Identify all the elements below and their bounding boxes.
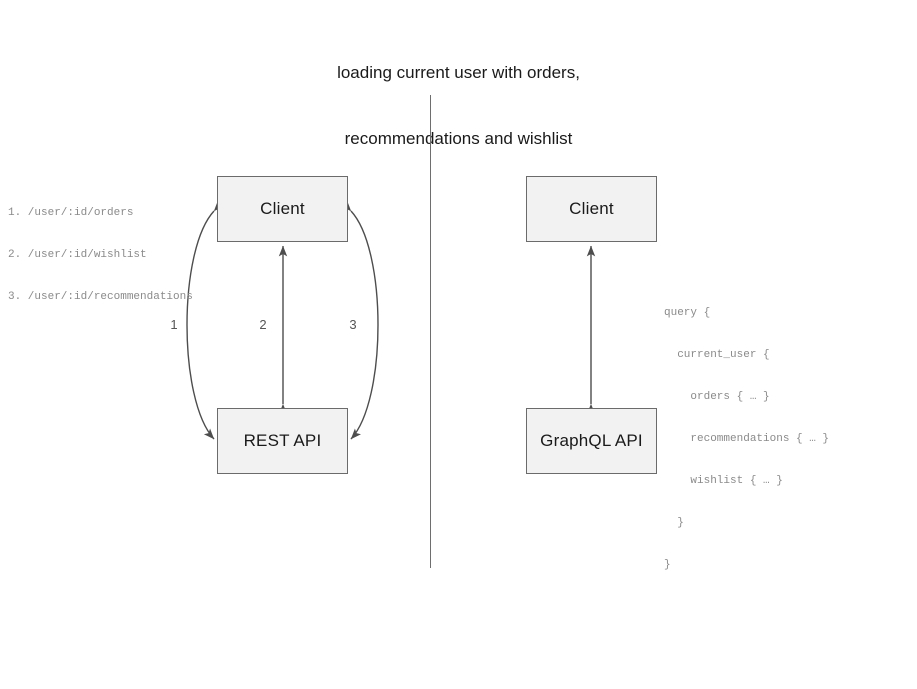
page-title-line-1: loading current user with orders, <box>337 63 580 82</box>
graphql-query-line: } <box>664 517 684 529</box>
graphql-query-line: query { <box>664 307 711 319</box>
edge-label-2: 2 <box>259 317 267 332</box>
node-client-rest[interactable]: Client <box>217 176 348 242</box>
rest-endpoint-item: 1. /user/:id/orders <box>8 207 134 219</box>
page-title-line-2: recommendations and wishlist <box>344 129 573 148</box>
graphql-query-line: wishlist { … } <box>664 475 783 487</box>
graphql-query-line: recommendations { … } <box>664 433 830 445</box>
node-rest-api[interactable]: REST API <box>217 408 348 474</box>
node-rest-api-label: REST API <box>243 431 322 450</box>
graphql-query-line: current_user { <box>664 349 770 361</box>
node-graphql-api-label: GraphQL API <box>540 431 643 450</box>
rest-endpoint-list: 1. /user/:id/orders 2. /user/:id/wishlis… <box>8 178 193 332</box>
rest-endpoint-item: 2. /user/:id/wishlist <box>8 249 147 261</box>
graphql-query-block: query { current_user { orders { … } reco… <box>664 278 829 600</box>
node-client-graphql-label: Client <box>569 199 614 218</box>
edge-label-3: 3 <box>349 317 357 332</box>
edge-label-1: 1 <box>170 317 178 332</box>
graphql-query-line: orders { … } <box>664 391 770 403</box>
rest-endpoint-item: 3. /user/:id/recommendations <box>8 291 193 303</box>
node-graphql-api[interactable]: GraphQL API <box>526 408 657 474</box>
node-client-graphql[interactable]: Client <box>526 176 657 242</box>
vertical-divider <box>430 95 431 568</box>
graphql-query-line: } <box>664 559 671 571</box>
page-title: loading current user with orders, recomm… <box>0 18 917 194</box>
node-client-rest-label: Client <box>260 199 305 218</box>
